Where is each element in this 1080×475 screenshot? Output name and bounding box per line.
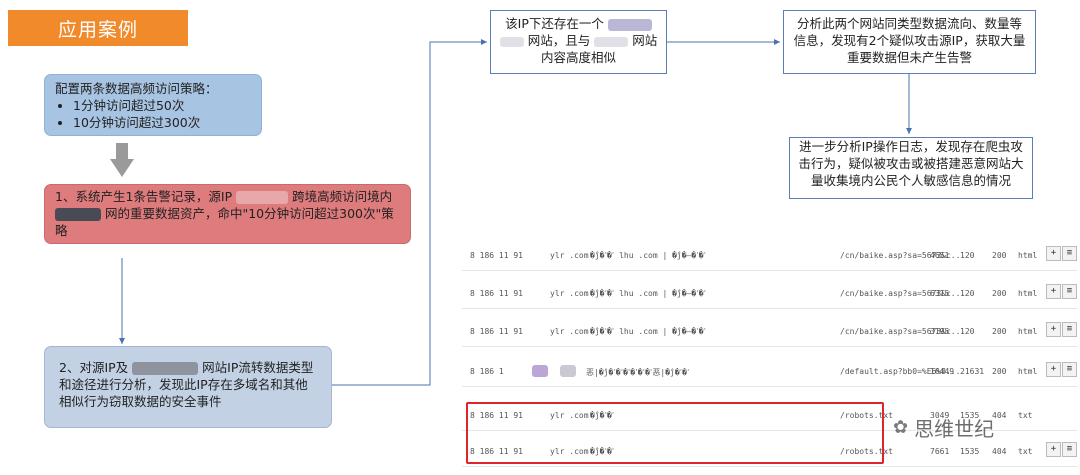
table-row: 8 186 11 91 ylr .com �ĵ�ߵ�ߵ lhu .com | �…	[462, 240, 1077, 271]
log-path: /default.asp?bb0=%E6%8...	[840, 367, 961, 376]
log-host: ylr .com	[550, 289, 589, 298]
log-size: 120	[960, 289, 975, 298]
policy-bullet: 10分钟访问超过300次	[73, 114, 251, 131]
log-count: 16449	[930, 367, 955, 376]
highlight-box	[466, 402, 884, 464]
log-title: �ĵ�ߵ�ߵ	[590, 411, 615, 420]
note-same-ip: 该IP下还存在一个 网站，且与 网站内容高度相似	[490, 10, 667, 74]
log-title: �ĵ�ߵ�ߵ lhu .com | �ĵ�—�ߵ�ߵ	[590, 289, 707, 298]
log-size: 1535	[960, 411, 980, 420]
redacted-site	[55, 208, 101, 221]
log-path: /cn/baike.asp?sa=5673&c...	[840, 289, 966, 298]
log-status: 200	[992, 367, 1007, 376]
log-status: 404	[992, 411, 1007, 420]
title-banner: 应用案例	[8, 10, 188, 46]
log-type: html	[1018, 289, 1038, 298]
log-count: 3049	[930, 411, 950, 420]
table-row: 8 186 11 91 ylr .com �ĵ�ߵ�ߵ lhu .com | �…	[462, 316, 1077, 347]
policy-box: 配置两条数据高频访问策略： 1分钟访问超过50次 10分钟访问超过300次	[44, 74, 262, 136]
note-same-ip-text-2: 网站，且与	[527, 33, 591, 48]
add-button[interactable]: +	[1046, 362, 1061, 377]
log-path: /robots.txt	[840, 447, 893, 456]
log-path: /robots.txt	[840, 411, 893, 420]
log-type: html	[1018, 327, 1038, 336]
log-type: txt	[1018, 447, 1033, 456]
redacted-ip	[236, 191, 289, 204]
menu-button[interactable]: ≡	[1062, 442, 1077, 457]
log-ip: 8 186 1	[470, 367, 504, 376]
log-count: 4651	[930, 251, 950, 260]
alert-text-1: 1、系统产生1条告警记录，源IP	[55, 189, 233, 204]
log-status: 200	[992, 251, 1007, 260]
log-title: �ĵ�ߵ�ߵ lhu .com | �ĵ�—�ߵ�ߵ	[590, 251, 707, 260]
log-path: /cn/baike.asp?sa=5673&c...	[840, 327, 966, 336]
down-arrow-icon	[110, 143, 134, 177]
table-row: 8 186 11 91 ylr .com �ĵ�ߵ�ߵ lhu .com | �…	[462, 278, 1077, 309]
add-button[interactable]: +	[1046, 246, 1061, 261]
wechat-icon: ✿	[893, 416, 909, 438]
alert-text-3: 网的重要数据资产，命中"10分钟访问超过300次"策略	[55, 206, 394, 238]
table-row: 8 186 11 91 ylr .com �ĵ�ߵ�ߵ /robots.txt …	[462, 400, 1077, 431]
log-host: ylr .com	[550, 251, 589, 260]
log-size: 21631	[960, 367, 985, 376]
redacted-site	[499, 36, 524, 47]
log-size: 120	[960, 251, 975, 260]
add-button[interactable]: +	[1046, 442, 1061, 457]
analysis-text-1: 2、对源IP及	[59, 360, 129, 375]
log-status: 200	[992, 289, 1007, 298]
log-count: 7661	[930, 447, 950, 456]
note-same-ip-text-1: 该IP下还存在一个	[505, 16, 604, 31]
watermark: ✿ 思维世纪	[893, 412, 994, 442]
menu-button[interactable]: ≡	[1062, 246, 1077, 261]
alert-text-2: 跨境高频访问境内	[292, 189, 393, 204]
analysis-text-2: 网站IP流转数据类型和途径进行分析，发现此IP存在多域名和其他相似行为窃取数据的…	[59, 360, 314, 409]
policy-list: 1分钟访问超过50次 10分钟访问超过300次	[55, 97, 251, 131]
log-ip: 8 186 11 91	[470, 447, 523, 456]
log-status: 404	[992, 447, 1007, 456]
menu-button[interactable]: ≡	[1062, 362, 1077, 377]
log-count: 3195	[930, 327, 950, 336]
note-same-ip-text-3: 网站内容高度相似	[540, 33, 658, 65]
log-type: html	[1018, 251, 1038, 260]
watermark-text: 思维世纪	[914, 416, 995, 441]
policy-bullet: 1分钟访问超过50次	[73, 97, 251, 114]
menu-button[interactable]: ≡	[1062, 322, 1077, 337]
redacted-host	[560, 365, 576, 377]
log-type: txt	[1018, 411, 1033, 420]
log-title: �ĵ�ߵ�ߵ lhu .com | �ĵ�—�ߵ�ߵ	[590, 327, 707, 336]
alert-box: 1、系统产生1条告警记录，源IP 跨境高频访问境内 网的重要数据资产，命中"10…	[44, 184, 411, 244]
log-count: 6315	[930, 289, 950, 298]
log-title: �ĵ�ߵ�ߵ	[590, 447, 615, 456]
note-compare: 分析此两个网站同类型数据流向、数量等信息，发现有2个疑似攻击源IP，获取大量重要…	[783, 10, 1036, 74]
redacted-site	[132, 362, 199, 375]
log-host: ylr .com	[550, 411, 589, 420]
log-size: 120	[960, 327, 975, 336]
log-ip: 8 186 11 91	[470, 251, 523, 260]
redacted-host	[532, 365, 548, 377]
analysis-box: 2、对源IP及 网站IP流转数据类型和途径进行分析，发现此IP存在多域名和其他相…	[44, 346, 332, 428]
log-ip: 8 186 11 91	[470, 327, 523, 336]
log-status: 200	[992, 327, 1007, 336]
policy-intro: 配置两条数据高频访问策略：	[55, 81, 218, 96]
table-row: 8 186 11 91 ylr .com �ĵ�ߵ�ߵ /robots.txt …	[462, 436, 1077, 467]
log-type: html	[1018, 367, 1038, 376]
log-ip: 8 186 11 91	[470, 289, 523, 298]
table-row: 8 186 1 恶|�ĵ�ߵ�ߵ�ߵ�ߵ�ߵ�ߵ恶|�ĵ�ߵ�ߵ /defaul…	[462, 356, 1077, 387]
log-host: ylr .com	[550, 327, 589, 336]
log-host: ylr .com	[550, 447, 589, 456]
note-logs: 进一步分析IP操作日志，发现存在爬虫攻击行为，疑似被攻击或被搭建恶意网站大量收集…	[789, 137, 1033, 199]
add-button[interactable]: +	[1046, 284, 1061, 299]
redacted-site	[607, 18, 652, 31]
log-ip: 8 186 11 91	[470, 411, 523, 420]
log-path: /cn/baike.asp?sa=5673&c...	[840, 251, 966, 260]
log-size: 1535	[960, 447, 980, 456]
log-title: 恶|�ĵ�ߵ�ߵ�ߵ�ߵ�ߵ�ߵ恶|�ĵ�ߵ�ߵ	[586, 368, 690, 377]
add-button[interactable]: +	[1046, 322, 1061, 337]
redacted-site	[594, 36, 629, 47]
menu-button[interactable]: ≡	[1062, 284, 1077, 299]
